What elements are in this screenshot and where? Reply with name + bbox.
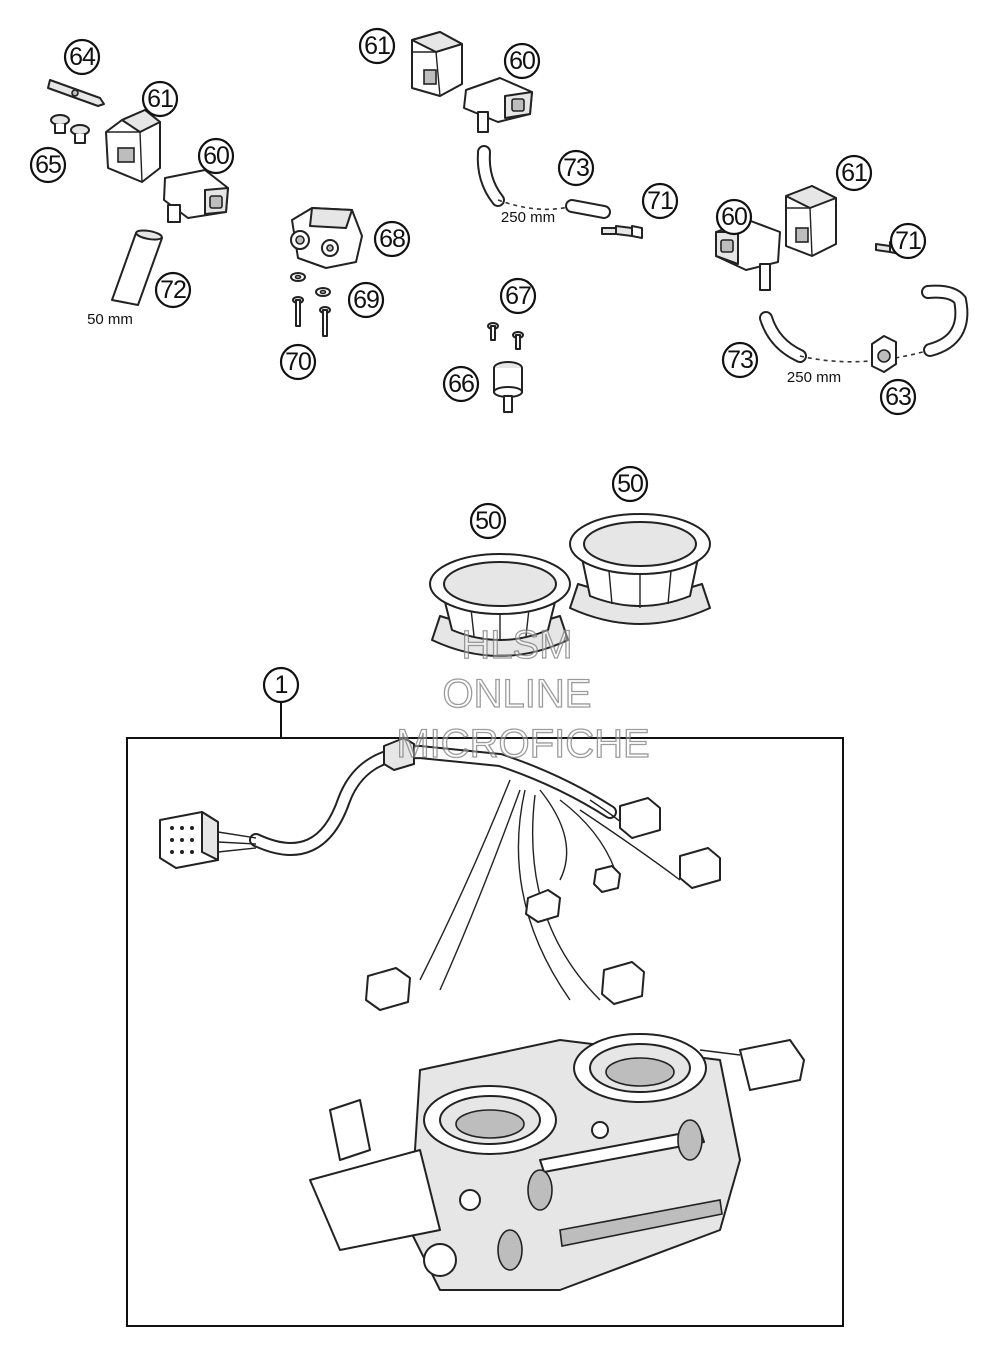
part-70-screws bbox=[292, 296, 331, 337]
part-71-nipple-center bbox=[601, 225, 643, 239]
callout-64: 64 bbox=[63, 38, 101, 76]
callout-71-right: 71 bbox=[889, 222, 927, 260]
callout-71-center: 71 bbox=[641, 182, 679, 220]
throttle-body bbox=[309, 1033, 805, 1291]
callout-61-right: 61 bbox=[835, 154, 873, 192]
svg-text:50: 50 bbox=[475, 507, 501, 535]
callout-73-center: 73 bbox=[557, 149, 595, 187]
part-69-washers bbox=[290, 272, 331, 297]
svg-text:67: 67 bbox=[505, 282, 531, 310]
part-66-sensor bbox=[493, 361, 523, 413]
callout-69: 69 bbox=[347, 281, 385, 319]
svg-text:72: 72 bbox=[160, 276, 186, 304]
svg-text:68: 68 bbox=[379, 225, 405, 253]
svg-text:60: 60 bbox=[721, 203, 747, 231]
callout-63: 63 bbox=[879, 378, 917, 416]
svg-text:70: 70 bbox=[285, 348, 311, 376]
svg-text:64: 64 bbox=[69, 43, 96, 71]
part-73-hose-right bbox=[759, 284, 969, 363]
svg-text:60: 60 bbox=[509, 47, 535, 75]
callout-1: 1 bbox=[262, 666, 300, 704]
svg-text:71: 71 bbox=[895, 227, 921, 255]
callout-61-center: 61 bbox=[358, 27, 396, 65]
part-65-screws bbox=[50, 114, 90, 144]
callout-67: 67 bbox=[499, 277, 537, 315]
part-60-sensor-center bbox=[463, 77, 533, 133]
svg-text:50: 50 bbox=[617, 470, 643, 498]
svg-text:69: 69 bbox=[353, 286, 379, 314]
svg-text:73: 73 bbox=[563, 154, 589, 182]
watermark-line-2: ONLINE bbox=[443, 672, 592, 716]
assembly-1-frame bbox=[126, 737, 844, 1327]
svg-text:66: 66 bbox=[448, 370, 474, 398]
svg-text:63: 63 bbox=[885, 383, 911, 411]
callout-60-right: 60 bbox=[715, 198, 753, 236]
part-61-bracket-left bbox=[105, 109, 161, 183]
callout-50-right: 50 bbox=[611, 465, 649, 503]
part-50-funnel-right bbox=[569, 513, 711, 625]
callout-73-right: 73 bbox=[721, 341, 759, 379]
callout-50-left: 50 bbox=[469, 502, 507, 540]
dimension-label-250mm-right: 250 mm bbox=[787, 369, 841, 386]
dimension-label-50mm: 50 mm bbox=[87, 311, 133, 328]
svg-text:73: 73 bbox=[727, 346, 753, 374]
wiring-harness bbox=[159, 737, 721, 1011]
callout-60-left: 60 bbox=[197, 137, 235, 175]
svg-text:61: 61 bbox=[364, 32, 390, 60]
svg-text:65: 65 bbox=[35, 151, 61, 179]
callout-61-left: 61 bbox=[141, 80, 179, 118]
part-64-plate bbox=[47, 79, 105, 107]
watermark-line-1: HLSM bbox=[461, 623, 572, 667]
svg-text:61: 61 bbox=[147, 85, 173, 113]
svg-text:61: 61 bbox=[841, 159, 867, 187]
part-61-bracket-right bbox=[785, 185, 837, 257]
part-67-screws bbox=[487, 322, 524, 350]
part-72-hose bbox=[111, 229, 163, 306]
part-60-sensor-left bbox=[163, 169, 229, 223]
dimension-label-250mm-center: 250 mm bbox=[501, 209, 555, 226]
svg-text:71: 71 bbox=[647, 187, 673, 215]
callout-65: 65 bbox=[29, 146, 67, 184]
callout-70: 70 bbox=[279, 343, 317, 381]
svg-text:60: 60 bbox=[203, 142, 229, 170]
svg-text:1: 1 bbox=[275, 671, 288, 699]
callout-72: 72 bbox=[154, 271, 192, 309]
watermark-line-3: MICROFICHE bbox=[396, 722, 649, 766]
part-73-hose-center bbox=[476, 145, 611, 219]
callout-66: 66 bbox=[442, 365, 480, 403]
part-50-funnel-left bbox=[429, 553, 571, 657]
part-61-bracket-center bbox=[411, 31, 463, 97]
part-68-throttle-sensor bbox=[290, 207, 363, 269]
callout-60-center: 60 bbox=[503, 42, 541, 80]
callout-68: 68 bbox=[373, 220, 411, 258]
part-63-clamp bbox=[871, 335, 897, 373]
